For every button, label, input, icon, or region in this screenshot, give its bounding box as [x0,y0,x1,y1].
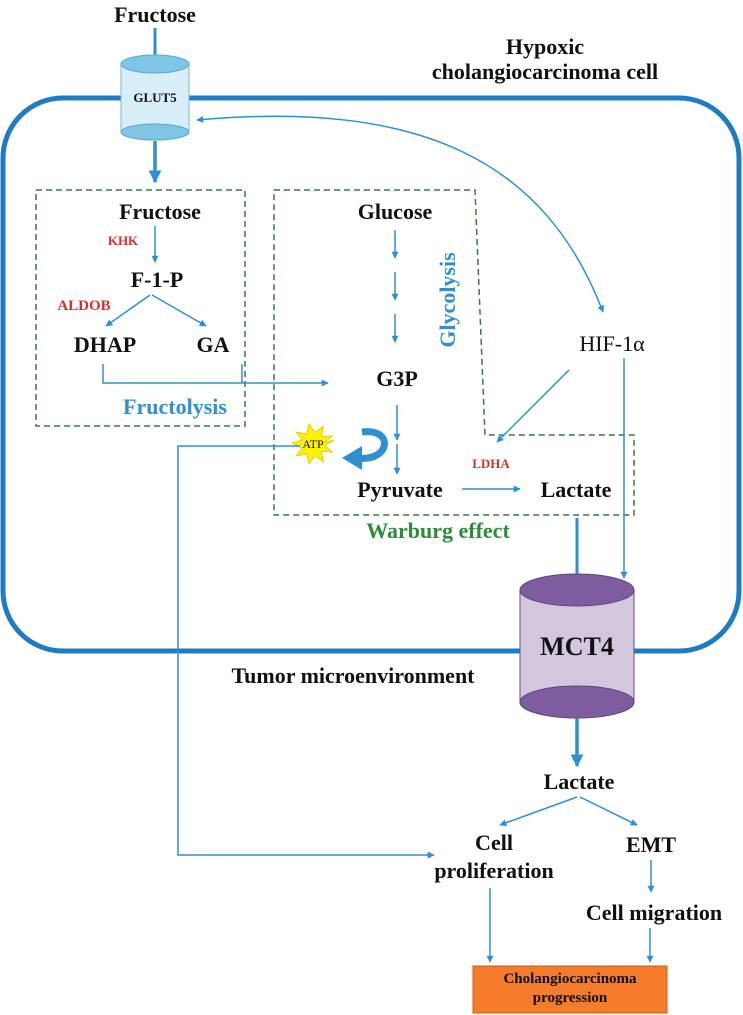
glut5-transporter [120,54,190,141]
cell-title-line2: cholangiocarcinoma cell [431,59,659,84]
f1p-to-dhap-arrow [105,294,151,327]
cell-title: Hypoxic cholangiocarcinoma cell [380,36,710,83]
hif1a-to-ldha-arrow [496,369,570,443]
tumor-microenvironment-label: Tumor microenvironment [231,663,475,688]
progression-line1: Cholangiocarcinoma [503,971,637,987]
khk-enzyme-label: KHK [107,233,139,248]
fructolysis-label: Fructolysis [123,394,227,419]
lactate-extracellular-label: Lactate [543,769,615,794]
f1p-label: F-1-P [130,267,184,292]
progression-label: Cholangiocarcinoma progression [503,972,636,1006]
fructose-extracellular-label: Fructose [114,2,196,27]
atp-label: ATP [302,437,324,451]
dhap-ga-to-g3p-arrow [102,364,329,387]
fructose-label: Fructose [119,199,201,224]
progression-line2: progression [532,990,608,1006]
glut5-label: GLUT5 [133,90,177,105]
lactate-intracellular-label: Lactate [540,477,612,502]
emt-label: EMT [625,832,677,857]
dhap-label: DHAP [73,332,137,357]
mct4-transporter [519,573,635,719]
g3p-label: G3P [376,366,418,391]
lactate-to-proliferation-arrow [499,796,578,827]
atp-star [290,423,335,465]
cell-proliferation-line2: proliferation [434,858,554,883]
glycolysis-label: Glycolysis [435,252,460,348]
cell-title-line1: Hypoxic [505,34,585,59]
cell-membrane [0,95,742,654]
aldob-enzyme-label: ALDOB [57,298,111,314]
ldha-enzyme-label: LDHA [472,456,510,471]
atp-curved-arrowhead [342,446,362,470]
progression-box [472,965,668,1014]
pyruvate-label: Pyruvate [357,477,443,502]
atp-to-proliferation-line [177,445,435,859]
fructolysis-box [35,189,246,427]
f1p-to-ga-arrow [151,294,207,327]
cell-proliferation-line1: Cell [475,830,513,855]
mct4-label: MCT4 [540,632,614,661]
cell-migration-label: Cell migration [585,900,723,925]
hif1a-label: HIF-1α [579,331,645,356]
lactate-to-emt-arrow [579,796,638,826]
ga-label: GA [196,332,230,357]
atp-curved-arrow [357,428,388,462]
cell-proliferation-label: Cell proliferation [434,832,553,882]
glucose-label: Glucose [357,199,433,224]
glut5-hif1a-double-arrow [196,115,605,313]
warburg-effect-label: Warburg effect [366,518,510,543]
